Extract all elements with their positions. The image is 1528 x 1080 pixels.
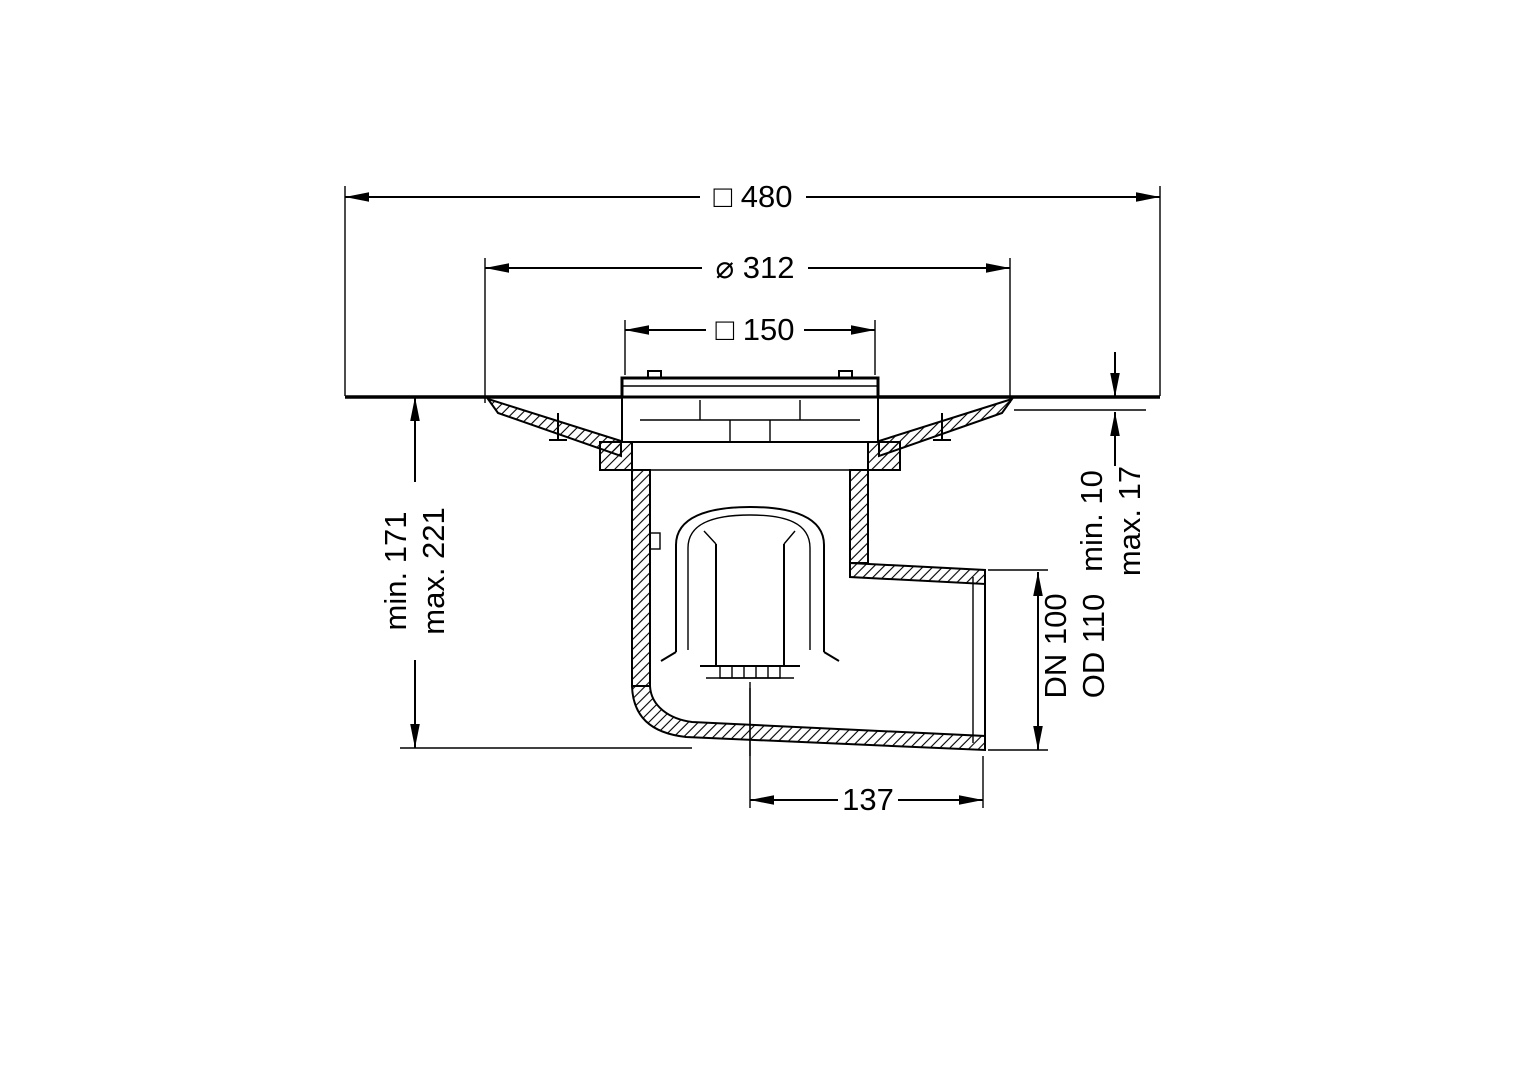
body-wall-right <box>849 469 869 564</box>
trap-bell-feet <box>660 651 840 662</box>
body-wall-left <box>631 469 651 687</box>
label-covering-min: min. 10 <box>1074 470 1109 572</box>
clamp-bracket-left <box>549 413 567 441</box>
outlet-pipe <box>849 561 986 750</box>
trap-bell-outer <box>675 505 825 652</box>
label-outlet-dn: DN 100 <box>1038 593 1073 698</box>
trap-standpipe <box>715 544 785 666</box>
label-overall-width: □ 480 <box>713 179 792 214</box>
cover-tabs <box>647 370 853 378</box>
flange <box>485 397 1015 458</box>
seat-ring <box>599 441 901 471</box>
pipe-top-wall <box>849 561 986 586</box>
label-outlet-od: OD 110 <box>1076 594 1111 699</box>
clamp-bracket-right <box>933 413 951 441</box>
dimension-outlet-pipe-size: DN 100 OD 110 <box>1033 572 1111 750</box>
drain-cover <box>620 370 880 443</box>
dimension-flange-diameter: ⌀ 312 <box>485 250 1010 285</box>
label-depth-max: max. 221 <box>416 507 451 635</box>
dimension-grating-size: □ 150 <box>625 312 875 347</box>
drain-body <box>345 370 1160 756</box>
extension-lines <box>344 186 1161 808</box>
label-covering-max: max. 17 <box>1112 466 1147 576</box>
seat-ring-left <box>599 441 633 471</box>
frame-detail <box>640 400 860 443</box>
wall-clip-detail <box>649 532 661 550</box>
dimension-overall-width: □ 480 <box>345 179 1160 214</box>
trap-bell-inner <box>687 514 811 650</box>
dimension-floor-covering-thickness: min. 10 max. 17 <box>1074 352 1147 576</box>
dimensions: □ 480 ⌀ 312 □ 150 min. 171 max. 221 min.… <box>344 179 1161 817</box>
label-outlet-offset: 137 <box>842 782 894 817</box>
trap-standpipe-flare <box>703 530 796 545</box>
body-bottom <box>630 685 986 752</box>
cover-plate <box>620 376 880 399</box>
label-depth-min: min. 171 <box>378 512 413 631</box>
sediment-slots <box>719 665 781 679</box>
label-flange-diameter: ⌀ 312 <box>716 250 795 285</box>
seat-ring-right <box>867 441 901 471</box>
odour-trap <box>660 505 840 756</box>
dimension-installation-depth: min. 171 max. 221 <box>378 397 451 748</box>
dimension-outlet-offset: 137 <box>750 782 983 817</box>
label-grating-size: □ 150 <box>715 312 794 347</box>
frame-sides <box>621 397 879 443</box>
